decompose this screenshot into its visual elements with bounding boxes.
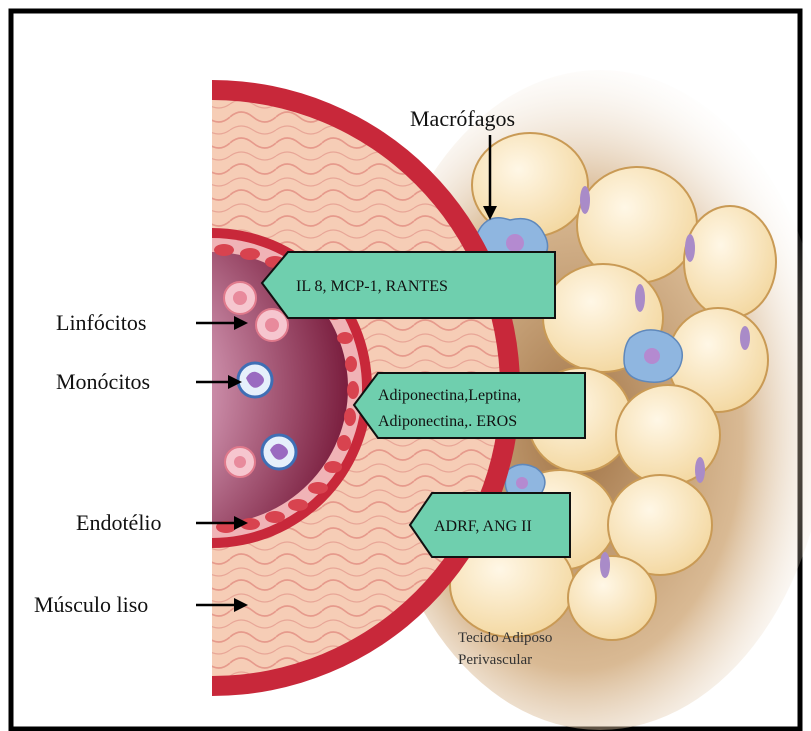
macrophage-nucleus (516, 477, 528, 489)
signal-box-2-line1: Adiponectina,Leptina, (378, 387, 521, 404)
signal-box-2: Adiponectina,Leptina, Adiponectina,. ERO… (354, 373, 585, 438)
label-musculo-liso: Músculo liso (34, 592, 148, 617)
lymphocyte-nucleus (265, 318, 279, 332)
label-endotelio: Endotélio (76, 510, 162, 535)
adipocyte-nucleus (740, 326, 750, 350)
label-monocitos: Monócitos (56, 369, 150, 394)
adipocyte (684, 206, 776, 318)
adipocyte-nucleus (600, 552, 610, 578)
lymphocyte-nucleus (233, 291, 247, 305)
signal-box-2-line2: Adiponectina,. EROS (378, 413, 517, 430)
adipocyte (568, 556, 656, 640)
endothelial-cell (308, 482, 328, 494)
endothelial-cell (288, 499, 308, 511)
label-macrofagos: Macrófagos (410, 106, 515, 131)
endothelial-cell (344, 408, 356, 426)
lymphocyte-nucleus (234, 456, 246, 468)
adipocyte-nucleus (685, 234, 695, 262)
adipocyte-nucleus (580, 186, 590, 214)
endothelial-cell (337, 435, 351, 451)
macrophage-nucleus (644, 348, 660, 364)
signal-box-1: IL 8, MCP-1, RANTES (262, 252, 555, 318)
adipocyte-nucleus (695, 457, 705, 483)
endothelial-cell (214, 244, 234, 256)
endothelial-cell (240, 248, 260, 260)
endothelial-cell (337, 332, 353, 344)
signal-box-3-text: ADRF, ANG II (434, 518, 532, 535)
label-linfocitos: Linfócitos (56, 310, 146, 335)
adipocyte-nucleus (635, 284, 645, 312)
macrophage-nucleus (506, 234, 524, 252)
endothelial-cell (345, 356, 357, 372)
endothelial-cell (265, 511, 285, 523)
endothelial-cell (324, 461, 342, 473)
label-tecido-line2: Perivascular (458, 652, 532, 668)
endothelial-cell (347, 381, 359, 399)
label-tecido-line1: Tecido Adiposo (458, 630, 552, 646)
signal-box-1-text: IL 8, MCP-1, RANTES (296, 278, 448, 295)
signal-box-3: ADRF, ANG II (410, 493, 570, 557)
